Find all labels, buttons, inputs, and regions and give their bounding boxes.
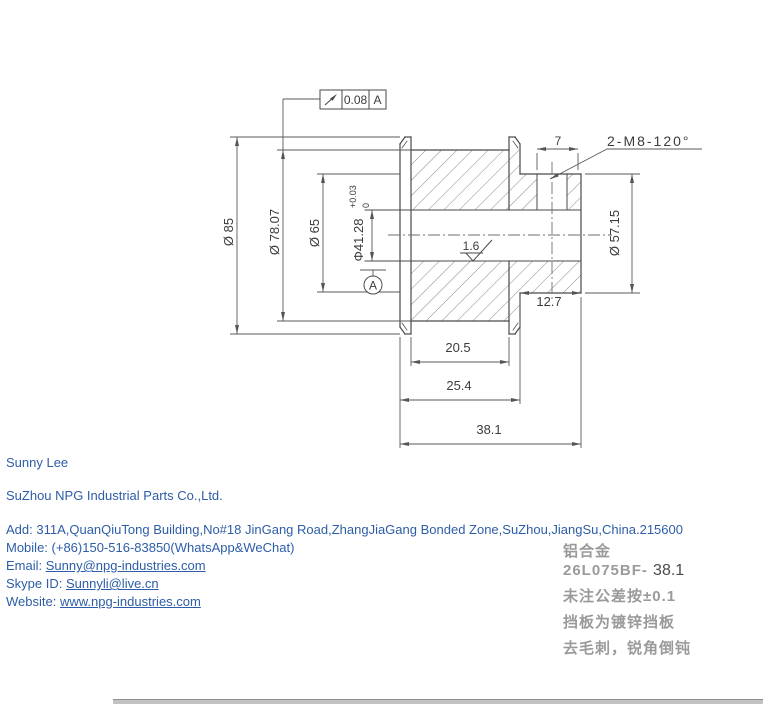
datum-symbol: A <box>363 275 383 295</box>
part-outline <box>364 136 582 335</box>
note-flange: 挡板为镀锌挡板 <box>563 614 676 631</box>
note-deburr: 去毛刺，锐角倒钝 <box>563 640 692 657</box>
window-bottom-border <box>113 699 763 704</box>
arrowheads <box>235 137 634 446</box>
contact-address: Add: 311A,QuanQiuTong Building,No#18 Jin… <box>6 522 683 537</box>
dim-bore-tol-lower: 0 <box>361 203 371 208</box>
dim-12-7: 12.7 <box>536 294 561 309</box>
contact-company: SuZhou NPG Industrial Parts Co.,Ltd. <box>6 488 223 503</box>
email-label: Email: <box>6 558 46 573</box>
website-link[interactable]: www.npg-industries.com <box>59 594 201 609</box>
dimension-lines <box>230 98 702 448</box>
email-link[interactable]: Sunny@npg-industries.com <box>45 558 206 573</box>
note-tolerance: 未注公差按±0.1 <box>563 588 677 605</box>
dim-bore-tol-upper: +0.03 <box>348 185 358 208</box>
dim-7: 7 <box>555 134 562 148</box>
dim-25-4: 25.4 <box>446 378 471 393</box>
contact-website-line: Website: www.npg-industries.com <box>6 594 201 609</box>
part-no: 26L075BF- <box>563 562 648 579</box>
dimension-labels: Ø 85 Ø 78.07 Ø 65 Φ41.28 +0.03 0 Ø 57.15… <box>221 133 691 437</box>
thread-callout: 2-M8-120° <box>607 133 691 149</box>
roughness-value: 1.6 <box>463 239 480 253</box>
contact-mobile: Mobile: (+86)150-516-83850(WhatsApp&WeCh… <box>6 540 295 555</box>
dim-dia78-07: Ø 78.07 <box>267 209 282 255</box>
dim-dia65: Ø 65 <box>307 219 322 247</box>
website-label: Website: <box>6 594 60 609</box>
dim-dia57-15: Ø 57.15 <box>607 210 622 256</box>
contact-name: Sunny Lee <box>6 455 69 470</box>
skype-link[interactable]: Sunnyli@live.cn <box>65 576 159 591</box>
dim-20-5: 20.5 <box>445 340 470 355</box>
contact-email-line: Email: Sunny@npg-industries.com <box>6 558 206 573</box>
part-length: 38.1 <box>653 562 685 579</box>
center-lines <box>388 162 612 300</box>
note-part-number: 26L075BF- 38.1 <box>563 562 684 580</box>
skype-label: Skype ID: <box>6 576 66 591</box>
circular-runout-icon <box>324 94 337 106</box>
contact-skype-line: Skype ID: Sunnyli@live.cn <box>6 576 159 591</box>
section-hatching <box>411 150 581 321</box>
fcf-tolerance: 0.08 <box>344 93 368 107</box>
dim-38-1: 38.1 <box>476 422 501 437</box>
datum-a-label: A <box>369 279 377 293</box>
dim-bore: Φ41.28 <box>351 219 366 262</box>
dim-dia85: Ø 85 <box>221 218 236 246</box>
fcf-datum: A <box>373 93 381 107</box>
note-material: 铝合金 <box>563 543 612 560</box>
roughness-symbol: 1.6 <box>460 239 493 262</box>
feature-control-frame: 0.08 A <box>319 89 387 110</box>
